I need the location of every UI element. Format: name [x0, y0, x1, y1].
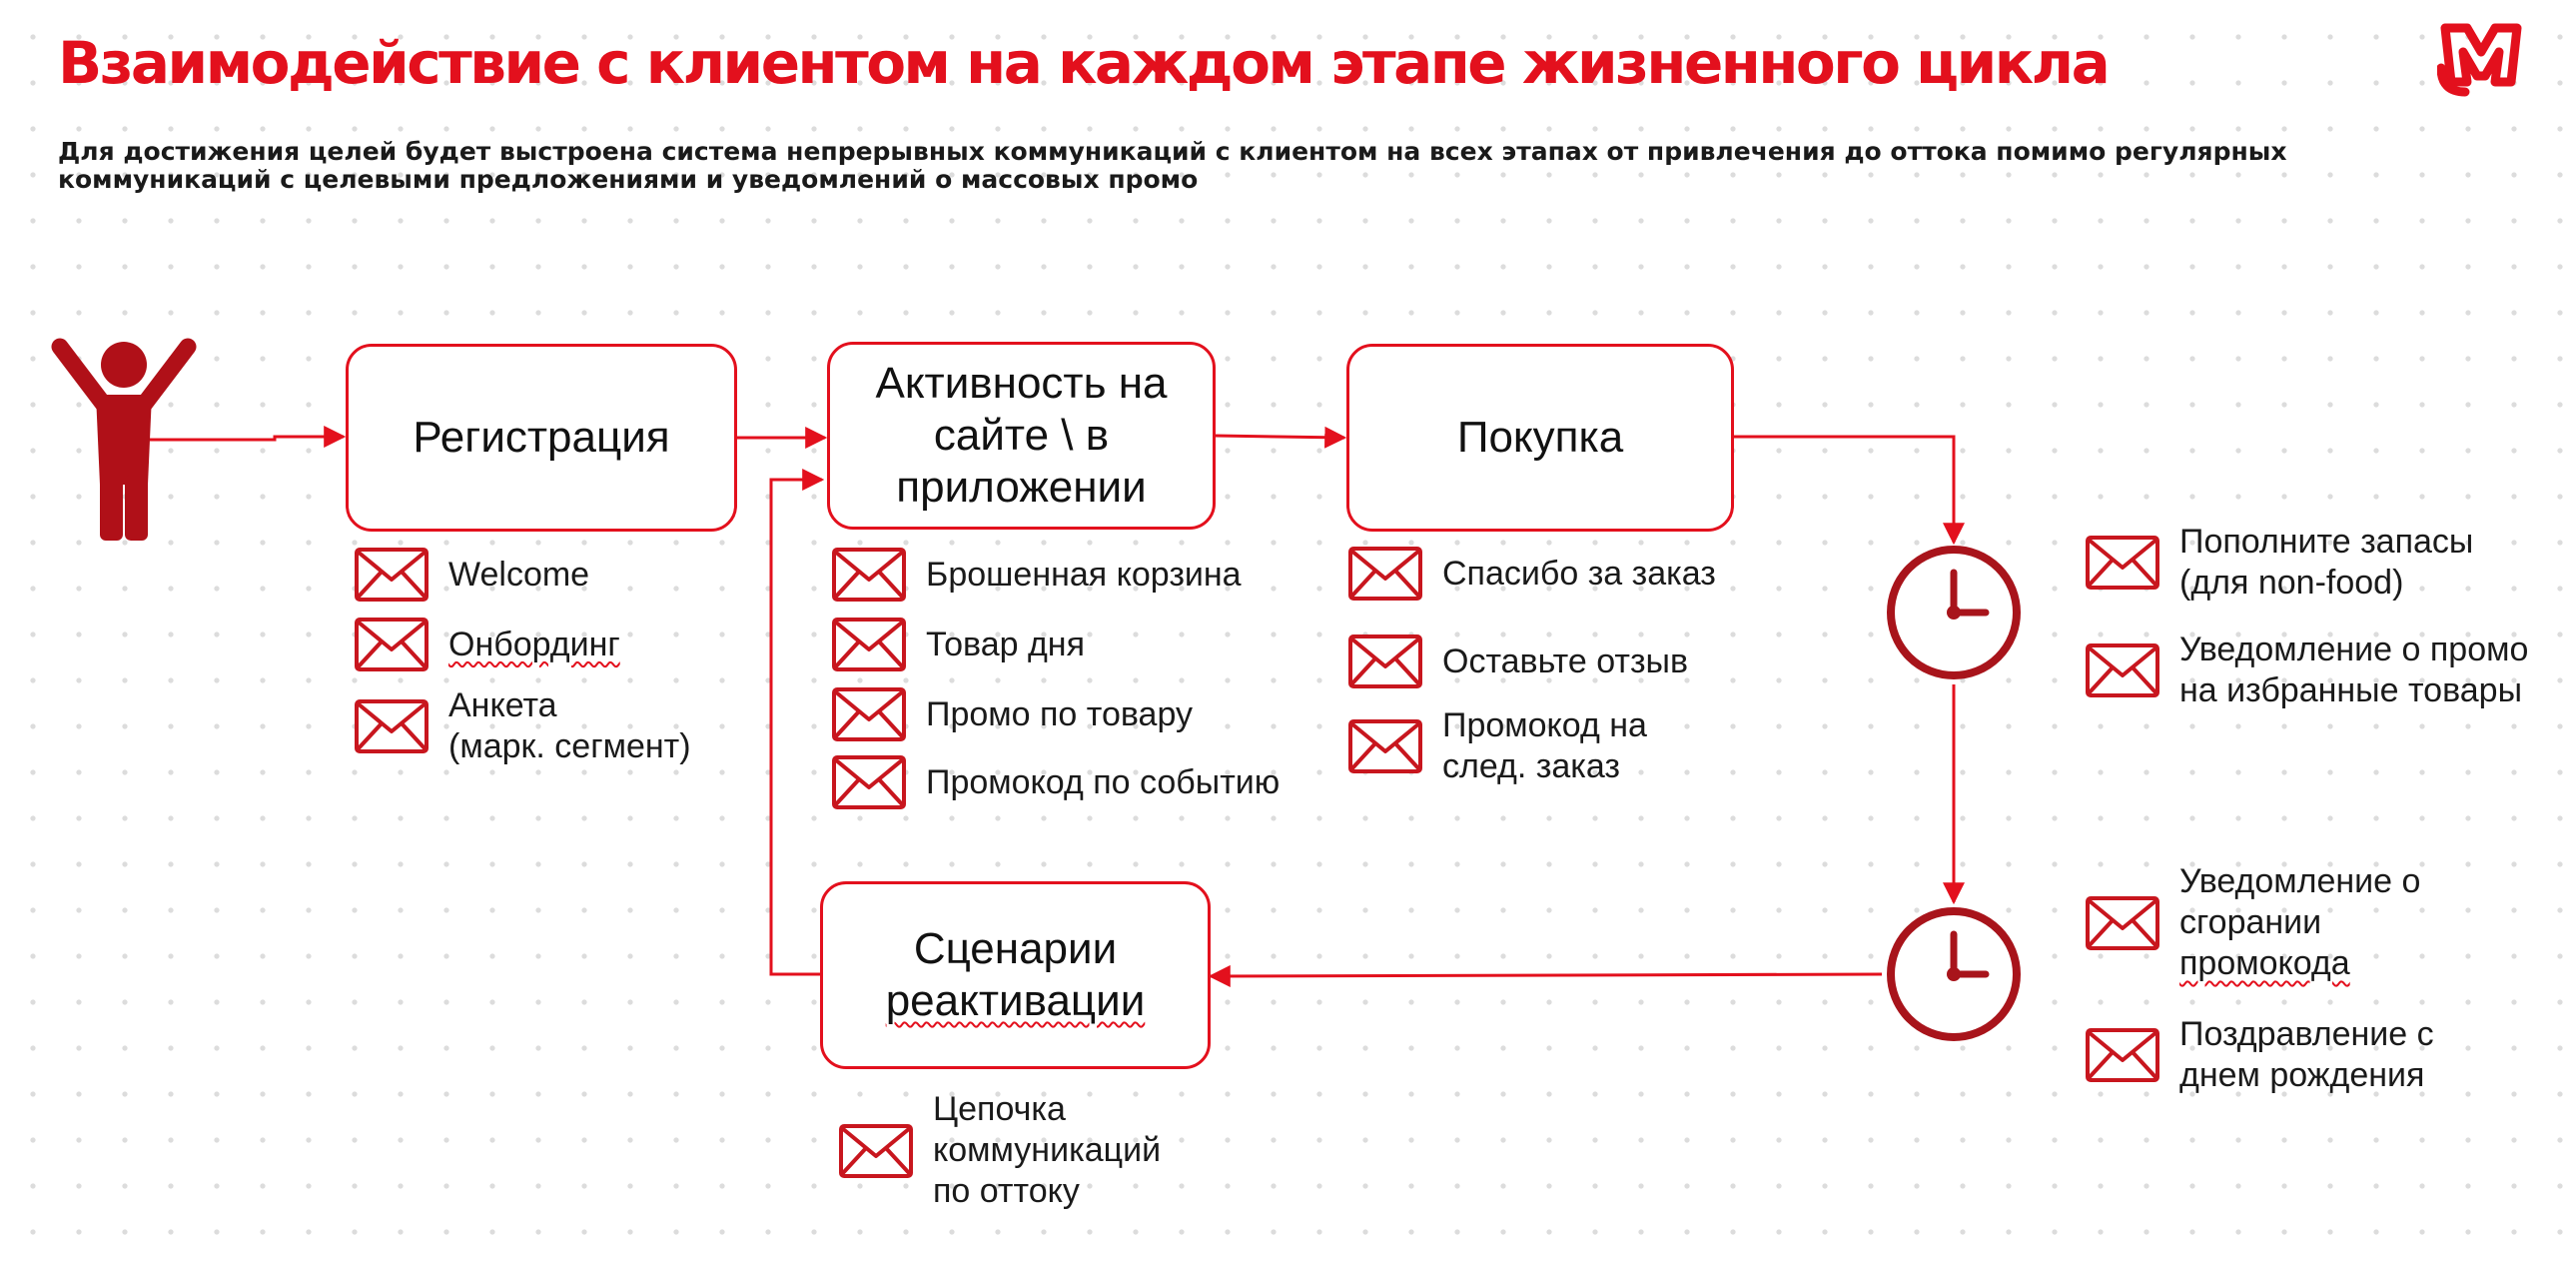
envelope-icon	[832, 687, 906, 741]
envelope-icon	[1348, 719, 1422, 773]
stage-reactivation-label: Сценарии реактивации	[866, 923, 1166, 1027]
message-item: Цепочка коммуникаций по оттоку	[839, 1089, 1161, 1212]
message-item: Оставьте отзыв	[1348, 634, 1688, 688]
message-label: Welcome	[448, 555, 590, 594]
connector-person-registration	[150, 426, 347, 448]
message-label: Анкета (марк. сегмент)	[448, 686, 691, 765]
stage-reactivation-label-text: Сценарии реактивации	[866, 923, 1166, 1027]
message-label: Промо по товару	[926, 694, 1193, 733]
message-label: Цепочка коммуникаций по оттоку	[933, 1090, 1162, 1210]
message-item: Уведомление о сгорании промокода	[2086, 861, 2420, 984]
page-subtitle: Для достижения целей будет выстроена сис…	[58, 137, 2287, 194]
connector-purchase-timer1	[1734, 435, 1965, 546]
message-item: Анкета (марк. сегмент)	[355, 685, 691, 767]
stage-activity-label: Активность на сайте \ в приложении	[875, 359, 1168, 512]
clock-icon	[1887, 546, 2021, 679]
stage-reactivation-text: Сценарии реактивации	[885, 924, 1146, 1025]
message-item: Промокод на след. заказ	[1348, 705, 1647, 787]
message-item: Промо по товару	[832, 687, 1193, 741]
message-item: Товар дня	[832, 618, 1085, 671]
clock-icon	[1887, 907, 2021, 1041]
message-label: Брошенная корзина	[926, 555, 1242, 594]
message-item: Онбординг	[355, 618, 620, 671]
stage-registration-label: Регистрация	[413, 413, 670, 462]
message-label: Онбординг	[448, 625, 620, 663]
envelope-icon	[355, 699, 429, 753]
envelope-icon	[2086, 536, 2159, 590]
message-label: Пополните запасы (для non-food)	[2179, 523, 2474, 602]
message-item: Уведомление о промо на избранные товары	[2086, 630, 2528, 711]
message-label: Товар дня	[926, 625, 1085, 663]
message-label: Промокод на след. заказ	[1442, 706, 1647, 785]
envelope-icon	[355, 618, 429, 671]
message-item: Брошенная корзина	[832, 548, 1242, 602]
envelope-icon	[839, 1123, 913, 1178]
envelope-icon	[832, 618, 906, 671]
magnit-logo-icon	[2437, 23, 2522, 97]
envelope-icon	[2086, 1028, 2159, 1082]
connector-timer2-reactivation	[1208, 964, 1883, 987]
message-label: Спасибо за заказ	[1442, 554, 1716, 593]
message-item: Пополните запасы (для non-food)	[2086, 522, 2473, 604]
message-label: Промокод по событию	[926, 762, 1281, 801]
stage-registration[interactable]: Регистрация	[346, 344, 737, 532]
message-label: Уведомление о сгорании промокода	[2179, 862, 2421, 982]
envelope-icon	[832, 548, 906, 602]
page-title: Взаимодействие с клиентом на каждом этап…	[58, 29, 2111, 97]
message-label: Поздравление с днем рождения	[2179, 1015, 2434, 1094]
stage-reactivation[interactable]: Сценарии реактивации	[820, 881, 1211, 1069]
envelope-icon	[2086, 643, 2159, 697]
envelope-icon	[1348, 634, 1422, 688]
envelope-icon	[2086, 895, 2159, 950]
envelope-icon	[1348, 547, 1422, 601]
message-item: Промокод по событию	[832, 755, 1280, 809]
person-icon	[51, 338, 197, 541]
message-item: Спасибо за заказ	[1348, 547, 1716, 601]
message-item: Welcome	[355, 548, 589, 602]
stage-activity[interactable]: Активность на сайте \ в приложении	[827, 342, 1216, 530]
message-label: Оставьте отзыв	[1442, 641, 1689, 680]
stage-purchase[interactable]: Покупка	[1346, 344, 1734, 532]
envelope-icon	[355, 548, 429, 602]
envelope-icon	[832, 755, 906, 809]
connector-activity-purchase	[1215, 426, 1347, 449]
message-item: Поздравление с днем рождения	[2086, 1014, 2434, 1096]
stage-purchase-label: Покупка	[1456, 413, 1624, 462]
message-label: Уведомление о промо на избранные товары	[2179, 630, 2529, 709]
connector-reactivation-activity	[769, 469, 825, 976]
